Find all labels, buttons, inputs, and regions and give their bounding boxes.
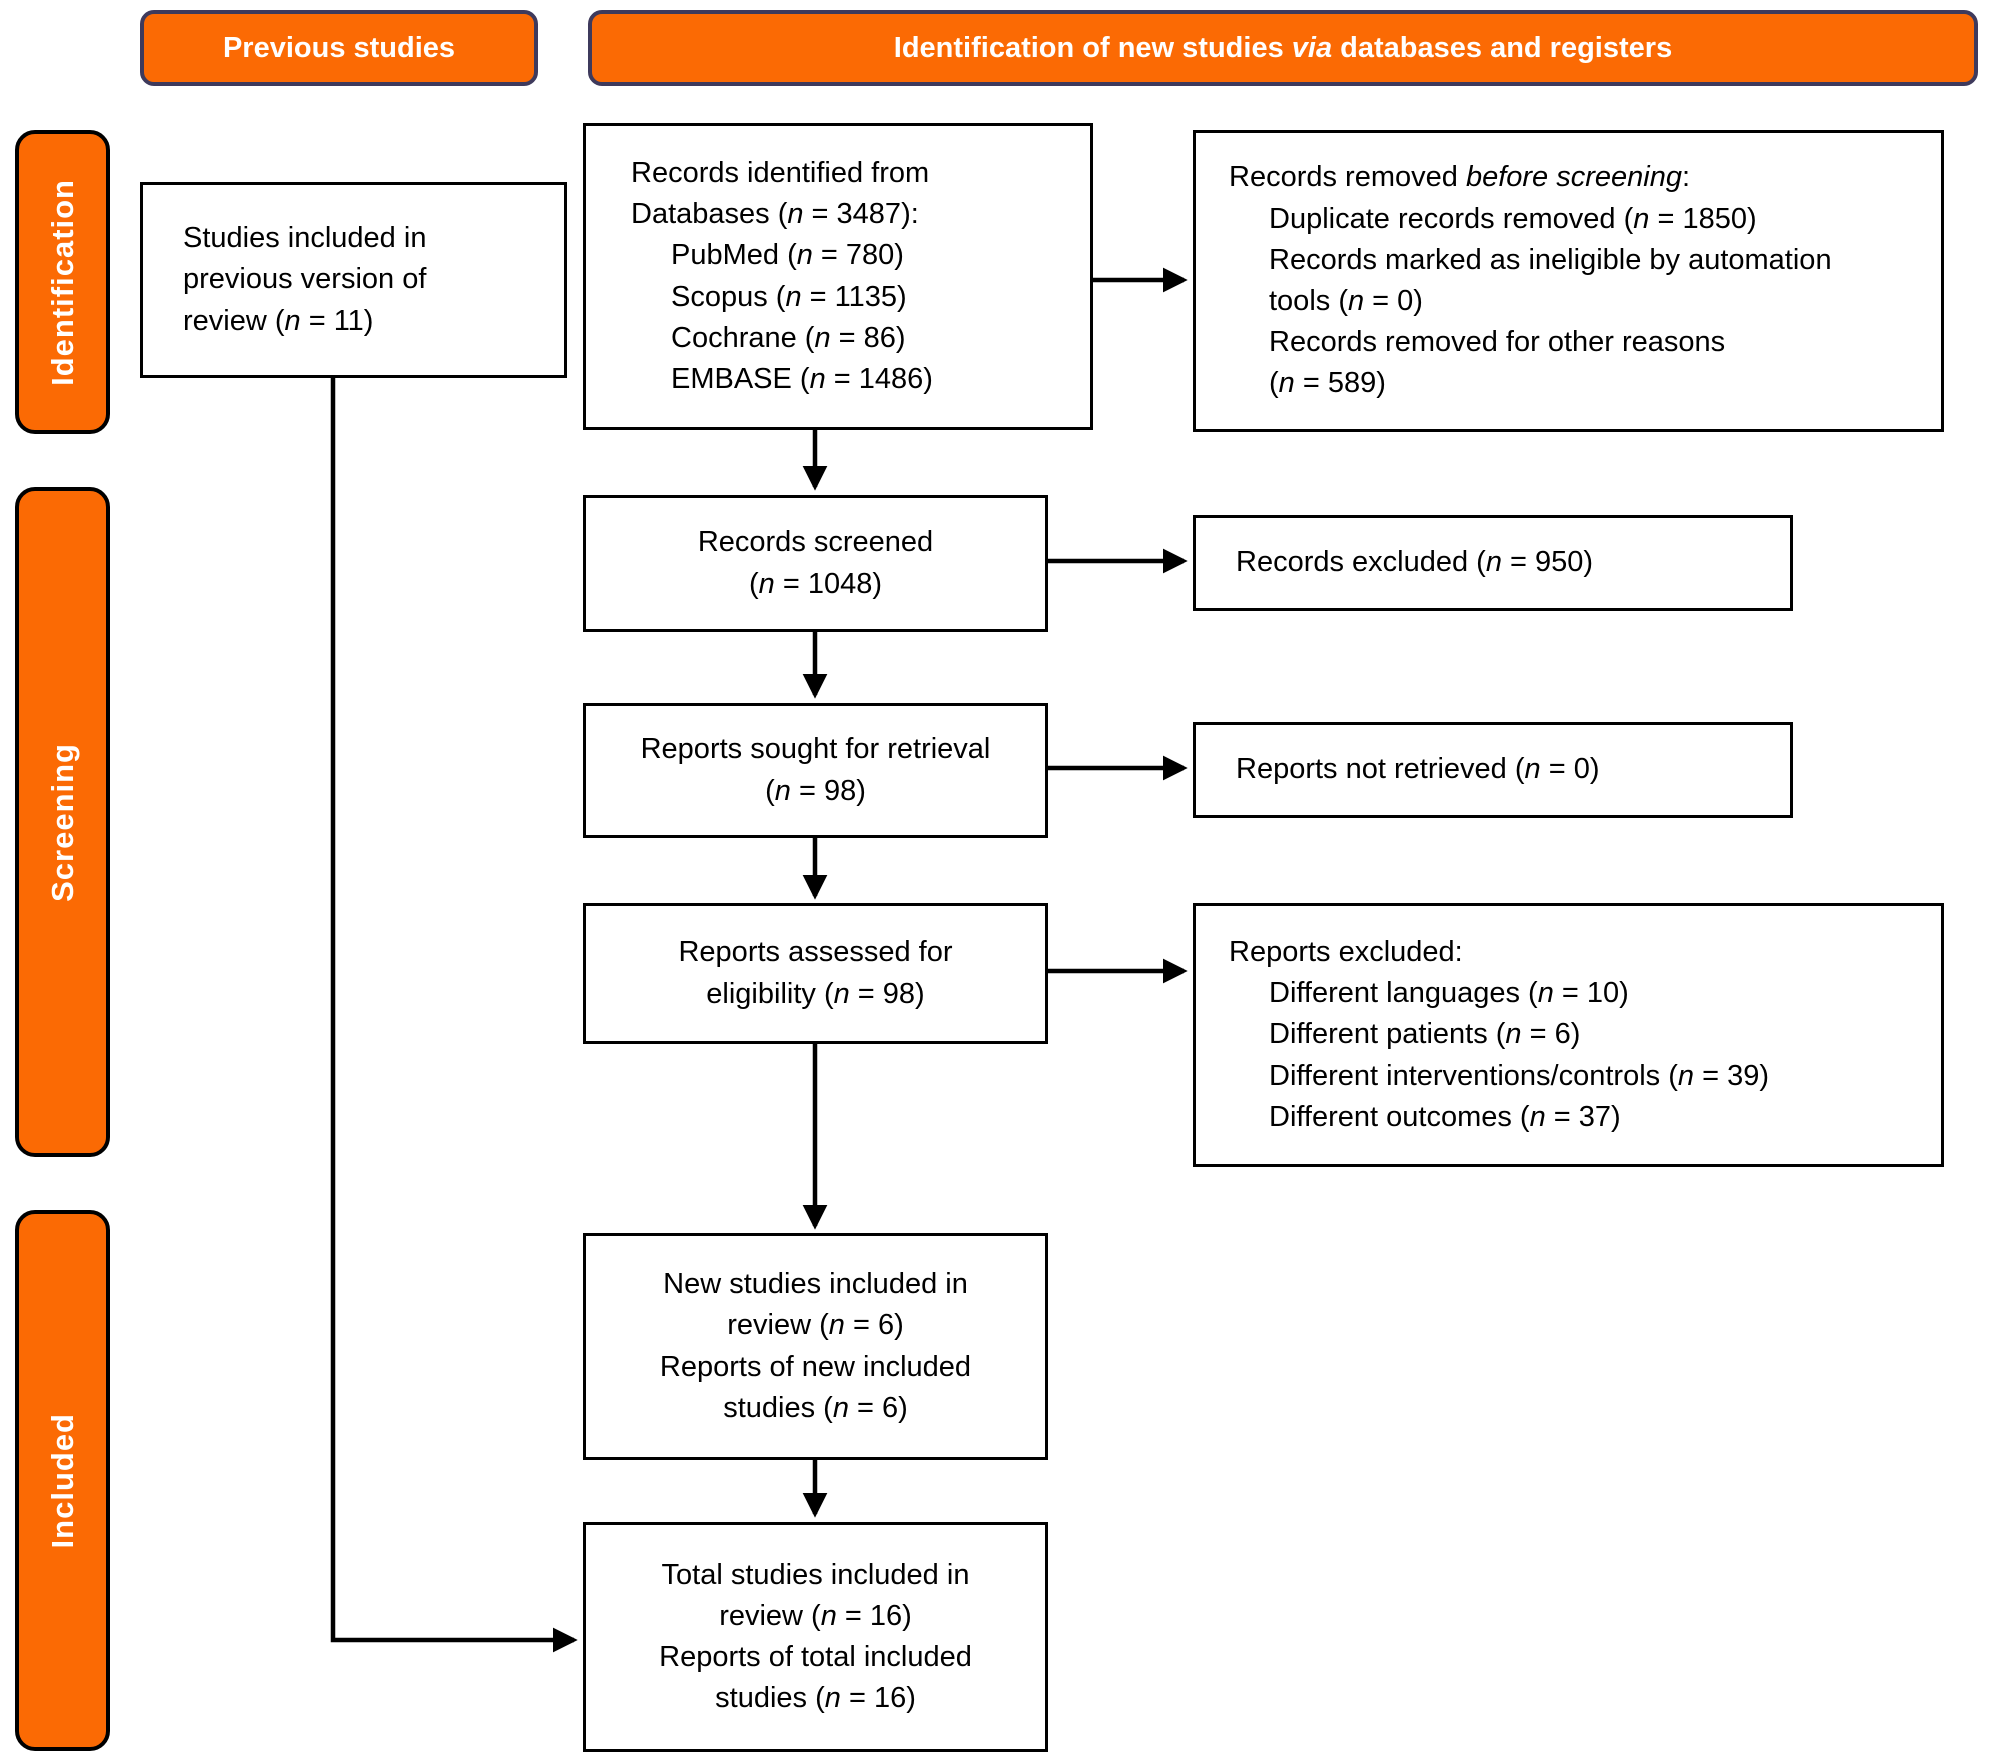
text-line: Databases (n = 3487): [631, 198, 919, 231]
stage-label-screening: Screening [15, 487, 110, 1157]
header-identification-via-databases: Identification of new studies via databa… [588, 10, 1978, 86]
text-line: EMBASE (n = 1486) [671, 362, 933, 395]
text-line: Records removed before screening: [1229, 161, 1691, 194]
header-previous-studies: Previous studies [140, 10, 538, 86]
text-line: Reports excluded: [1229, 936, 1463, 969]
text-line: Different outcomes (n = 37) [1269, 1100, 1621, 1133]
text-line: Different languages (n = 10) [1269, 977, 1629, 1010]
stage-label-included-text: Included [44, 1412, 80, 1549]
header-identification-via-databases-label: Identification of new studies via databa… [893, 31, 1673, 64]
text-line: Records excluded (n = 950) [1236, 546, 1594, 579]
arrow-previous-to-total [330, 372, 578, 1653]
text-line: previous version of [183, 263, 427, 296]
text-line: studies (n = 6) [723, 1391, 908, 1424]
box-reports-assessed: Reports assessed for eligibility (n = 98) [583, 903, 1048, 1044]
text-line: tools (n = 0) [1269, 285, 1423, 317]
text-line: Records identified from [631, 156, 930, 189]
box-reports-excluded: Reports excluded: Different languages (n … [1193, 903, 1944, 1167]
text-line: New studies included in [663, 1268, 968, 1301]
text-line: review (n = 6) [727, 1309, 904, 1342]
text-line: Records marked as ineligible by automati… [1269, 243, 1832, 276]
header-previous-studies-label: Previous studies [222, 31, 456, 64]
text-line: studies (n = 16) [715, 1682, 916, 1715]
text-line: (n = 1048) [748, 567, 883, 600]
box-reports-sought: Reports sought for retrieval (n = 98) [583, 703, 1048, 838]
text-line: Records screened [697, 526, 934, 559]
stage-label-identification-text: Identification [44, 178, 80, 386]
text-line: Scopus (n = 1135) [671, 280, 907, 313]
text-line: review (n = 11) [183, 304, 374, 337]
stage-label-included: Included [15, 1210, 110, 1751]
text-line: Reports of new included [659, 1350, 972, 1383]
stage-label-screening-text: Screening [44, 742, 80, 902]
box-records-removed-before-screening: Records removed before screening: Duplica… [1193, 130, 1944, 432]
text-line: Different interventions/controls (n = 39… [1269, 1059, 1769, 1092]
box-records-excluded: Records excluded (n = 950) [1193, 515, 1793, 611]
text-line: Cochrane (n = 86) [671, 321, 906, 354]
text-line: (n = 98) [765, 774, 866, 807]
text-line: PubMed (n = 780) [671, 239, 904, 272]
box-total-studies-included: Total studies included in review (n = 16)… [583, 1522, 1048, 1752]
text-line: Reports not retrieved (n = 0) [1236, 753, 1600, 786]
text-line: (n = 589) [1269, 367, 1386, 400]
text-line: review (n = 16) [719, 1599, 912, 1632]
box-records-screened: Records screened (n = 1048) [583, 495, 1048, 632]
text-line: Reports of total included [659, 1641, 972, 1673]
text-line: Different patients (n = 6) [1269, 1018, 1581, 1051]
text-line: Duplicate records removed (n = 1850) [1269, 202, 1757, 235]
text-line: Reports assessed for [678, 936, 953, 969]
text-line: Studies included in [183, 222, 427, 255]
stage-label-identification: Identification [15, 130, 110, 434]
text-line: eligibility (n = 98) [706, 977, 925, 1010]
text-line: Records removed for other reasons [1269, 326, 1726, 359]
box-previous-version-studies: Studies included in previous version of re… [140, 182, 567, 378]
text-line: Total studies included in [661, 1558, 970, 1591]
text-line: Reports sought for retrieval [640, 733, 991, 766]
box-new-studies-included: New studies included in review (n = 6) Rep… [583, 1233, 1048, 1460]
box-reports-not-retrieved: Reports not retrieved (n = 0) [1193, 722, 1793, 818]
